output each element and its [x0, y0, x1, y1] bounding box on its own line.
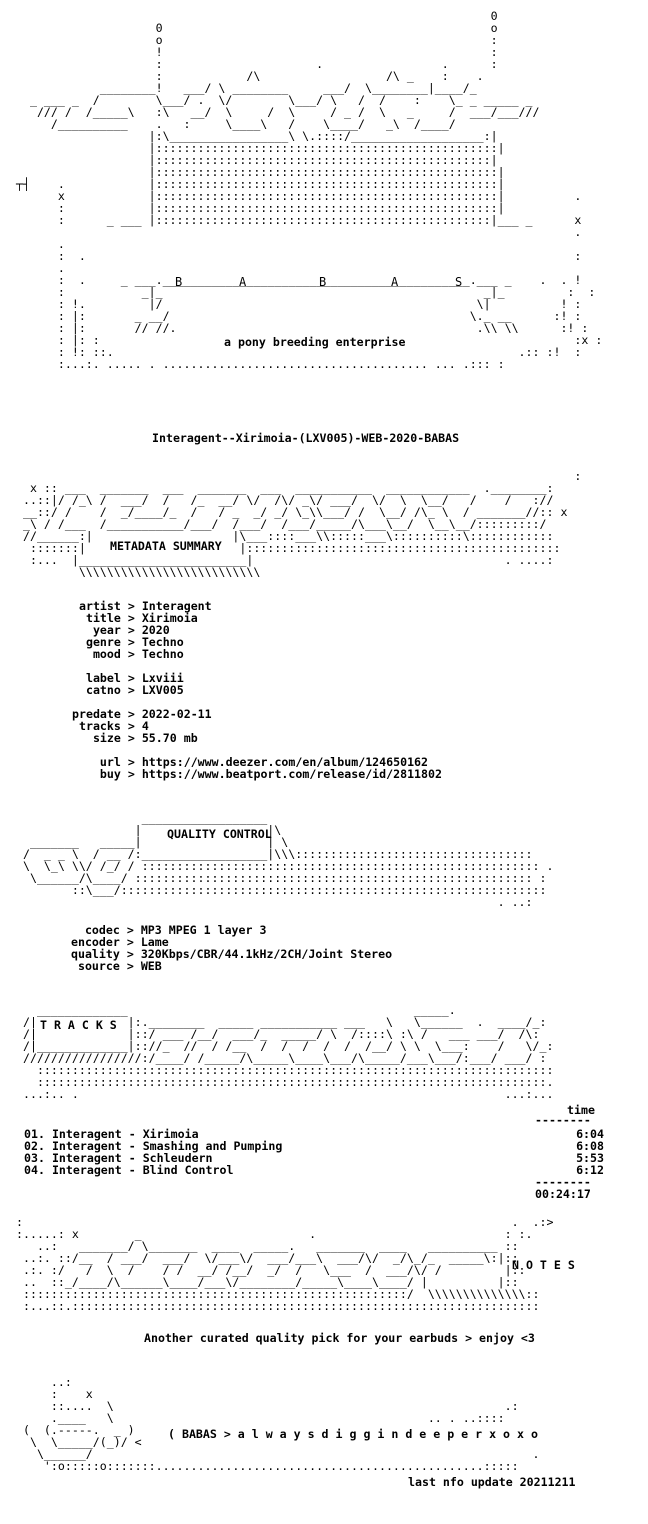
track-row: 01. Interagent - Xirimoia 6:04 [24, 1127, 604, 1141]
encoder-value: Lame [140, 935, 169, 949]
footer-ascii: ..: : x ::.... \ .: .____ \ .. . ..:::: … [22, 1375, 540, 1473]
track-row: 02. Interagent - Smashing and Pumping 6:… [24, 1139, 604, 1153]
catno-value: LXV005 [141, 683, 184, 697]
quality-label: quality [70, 947, 120, 961]
track-artist: Interagent [51, 1139, 122, 1153]
tracks-total-rule: -------- [535, 1175, 591, 1189]
track-row: 04. Interagent - Blind Control 6:12 [24, 1163, 604, 1177]
field-artist-key [72, 599, 79, 613]
source-label: source [77, 959, 120, 973]
predate-label: predate [72, 707, 121, 721]
size-label: size [92, 731, 121, 745]
nfo-update: last nfo update 20211211 [408, 1475, 576, 1489]
mood-label: mood [92, 647, 121, 661]
quality-header-art: __________________ | |\ _______ _____| |… [16, 811, 554, 909]
genre-value: Techno [141, 635, 184, 649]
track-num: 02. [24, 1139, 45, 1153]
size-value: 55.70 mb [141, 731, 198, 745]
quality-value: 320Kbps/CBR/44.1kHz/2CH/Joint Stereo [140, 947, 393, 961]
track-artist: Interagent [51, 1151, 122, 1165]
notes-section-label: N O T E S [512, 1258, 575, 1272]
tracklist: 01. Interagent - Xirimoia 6:04 02. Inter… [24, 1128, 604, 1176]
header-ascii-frame: |:::::::::::::::::::::::::::::::::::::::… [16, 165, 603, 371]
genre-label: genre [85, 635, 121, 649]
track-time: 6:12 [576, 1163, 604, 1177]
tracks-value: 4 [141, 719, 149, 733]
footer-art: ..: : x ::.... \ .: .____ \ .. . ..:::: … [16, 1376, 540, 1472]
codec-value: MP3 MPEG 1 layer 3 [140, 923, 267, 937]
buy-link[interactable]: https://www.beatport.com/release/id/2811… [141, 767, 442, 781]
tracks-time-rule: -------- [535, 1113, 591, 1127]
logo-letter-s: S [455, 275, 463, 289]
quality-ascii: __________________ | |\ _______ _____| |… [22, 811, 554, 909]
source-value: WEB [140, 959, 162, 973]
quality-fields: codec > MP3 MPEG 1 layer 3 encoder > Lam… [64, 924, 392, 972]
track-title: Blind Control [142, 1163, 234, 1177]
notes-header-art: : . .:> :.....: x _ . : :. ..: _______/ … [16, 1216, 553, 1312]
quality-list: codec > MP3 MPEG 1 layer 3 encoder > Lam… [70, 923, 393, 973]
track-num: 03. [24, 1151, 45, 1165]
header-ascii-top: 0 0 o o : ! [29, 9, 540, 167]
header-logo-art: 0 0 o o : ! [16, 10, 540, 166]
tracks-header-art: _____________ _____. /| |:.________ ____… [16, 1003, 554, 1101]
tracks-ascii: _____________ _____. /| |:.________ ____… [22, 1003, 554, 1101]
track-time: 5:53 [576, 1151, 604, 1165]
tracks-label: tracks [78, 719, 121, 733]
year-value: 2020 [141, 623, 170, 637]
metadata-fields: artist > Interagent title > Xirimoia yea… [72, 600, 442, 780]
notes-ascii: : . .:> :.....: x _ . : :. ..: _______/ … [16, 1215, 554, 1313]
track-time: 6:04 [576, 1127, 604, 1141]
track-title: Smashing and Pumping [142, 1139, 283, 1153]
track-num: 04. [24, 1163, 45, 1177]
release-name: Interagent--Xirimoia-(LXV005)-WEB-2020-B… [152, 431, 460, 445]
buy-label: buy [99, 767, 121, 781]
title-value: Xirimoia [141, 611, 198, 625]
quality-section-label: QUALITY CONTROL [167, 827, 272, 841]
artist-value: Interagent [141, 599, 212, 613]
track-num: 01. [24, 1127, 45, 1141]
title-label: title [85, 611, 121, 625]
notes-text: Another curated quality pick for your ea… [144, 1331, 535, 1345]
metadata-header-art: : x :: ___ _______ ___ _______ ___ _____… [16, 470, 581, 578]
track-artist: Interagent [51, 1163, 122, 1177]
track-title: Schleudern [142, 1151, 213, 1165]
label-label: label [85, 671, 121, 685]
codec-label: codec [84, 923, 120, 937]
artist-label: artist [78, 599, 121, 613]
mood-value: Techno [141, 647, 184, 661]
predate-value: 2022-02-11 [141, 707, 212, 721]
url-label: url [99, 755, 121, 769]
url-link[interactable]: https://www.deezer.com/en/album/12465016… [141, 755, 429, 769]
logo-letter-b2: B [319, 275, 327, 289]
metadata-list: artist > Interagent title > Xirimoia yea… [72, 599, 442, 781]
logo-letter-b1: B [175, 275, 183, 289]
tracks-section-label: T R A C K S [40, 1018, 117, 1032]
logo-letter-a1: A [239, 275, 247, 289]
track-row: 03. Interagent - Schleudern 5:53 [24, 1151, 604, 1165]
metadata-ascii: : x :: ___ _______ ___ _______ ___ _____… [22, 469, 582, 579]
header-tagline: a pony breeding enterprise [224, 335, 406, 349]
track-time: 6:08 [576, 1139, 604, 1153]
tracks-time-header: time [567, 1103, 595, 1117]
tracks-total-time: 00:24:17 [535, 1187, 591, 1201]
track-artist: Interagent [51, 1127, 122, 1141]
header-frame-art: |:::::::::::::::::::::::::::::::::::::::… [16, 166, 602, 370]
footer-tagline: ( BABAS > a l w a y s d i g g i n d e e … [168, 1427, 538, 1441]
metadata-section-label: METADATA SUMMARY [110, 539, 222, 553]
track-title: Xirimoia [142, 1127, 199, 1141]
label-value: Lxviii [141, 671, 184, 685]
encoder-label: encoder [70, 935, 120, 949]
year-label: year [92, 623, 121, 637]
catno-label: catno [85, 683, 121, 697]
logo-letter-a2: A [391, 275, 399, 289]
